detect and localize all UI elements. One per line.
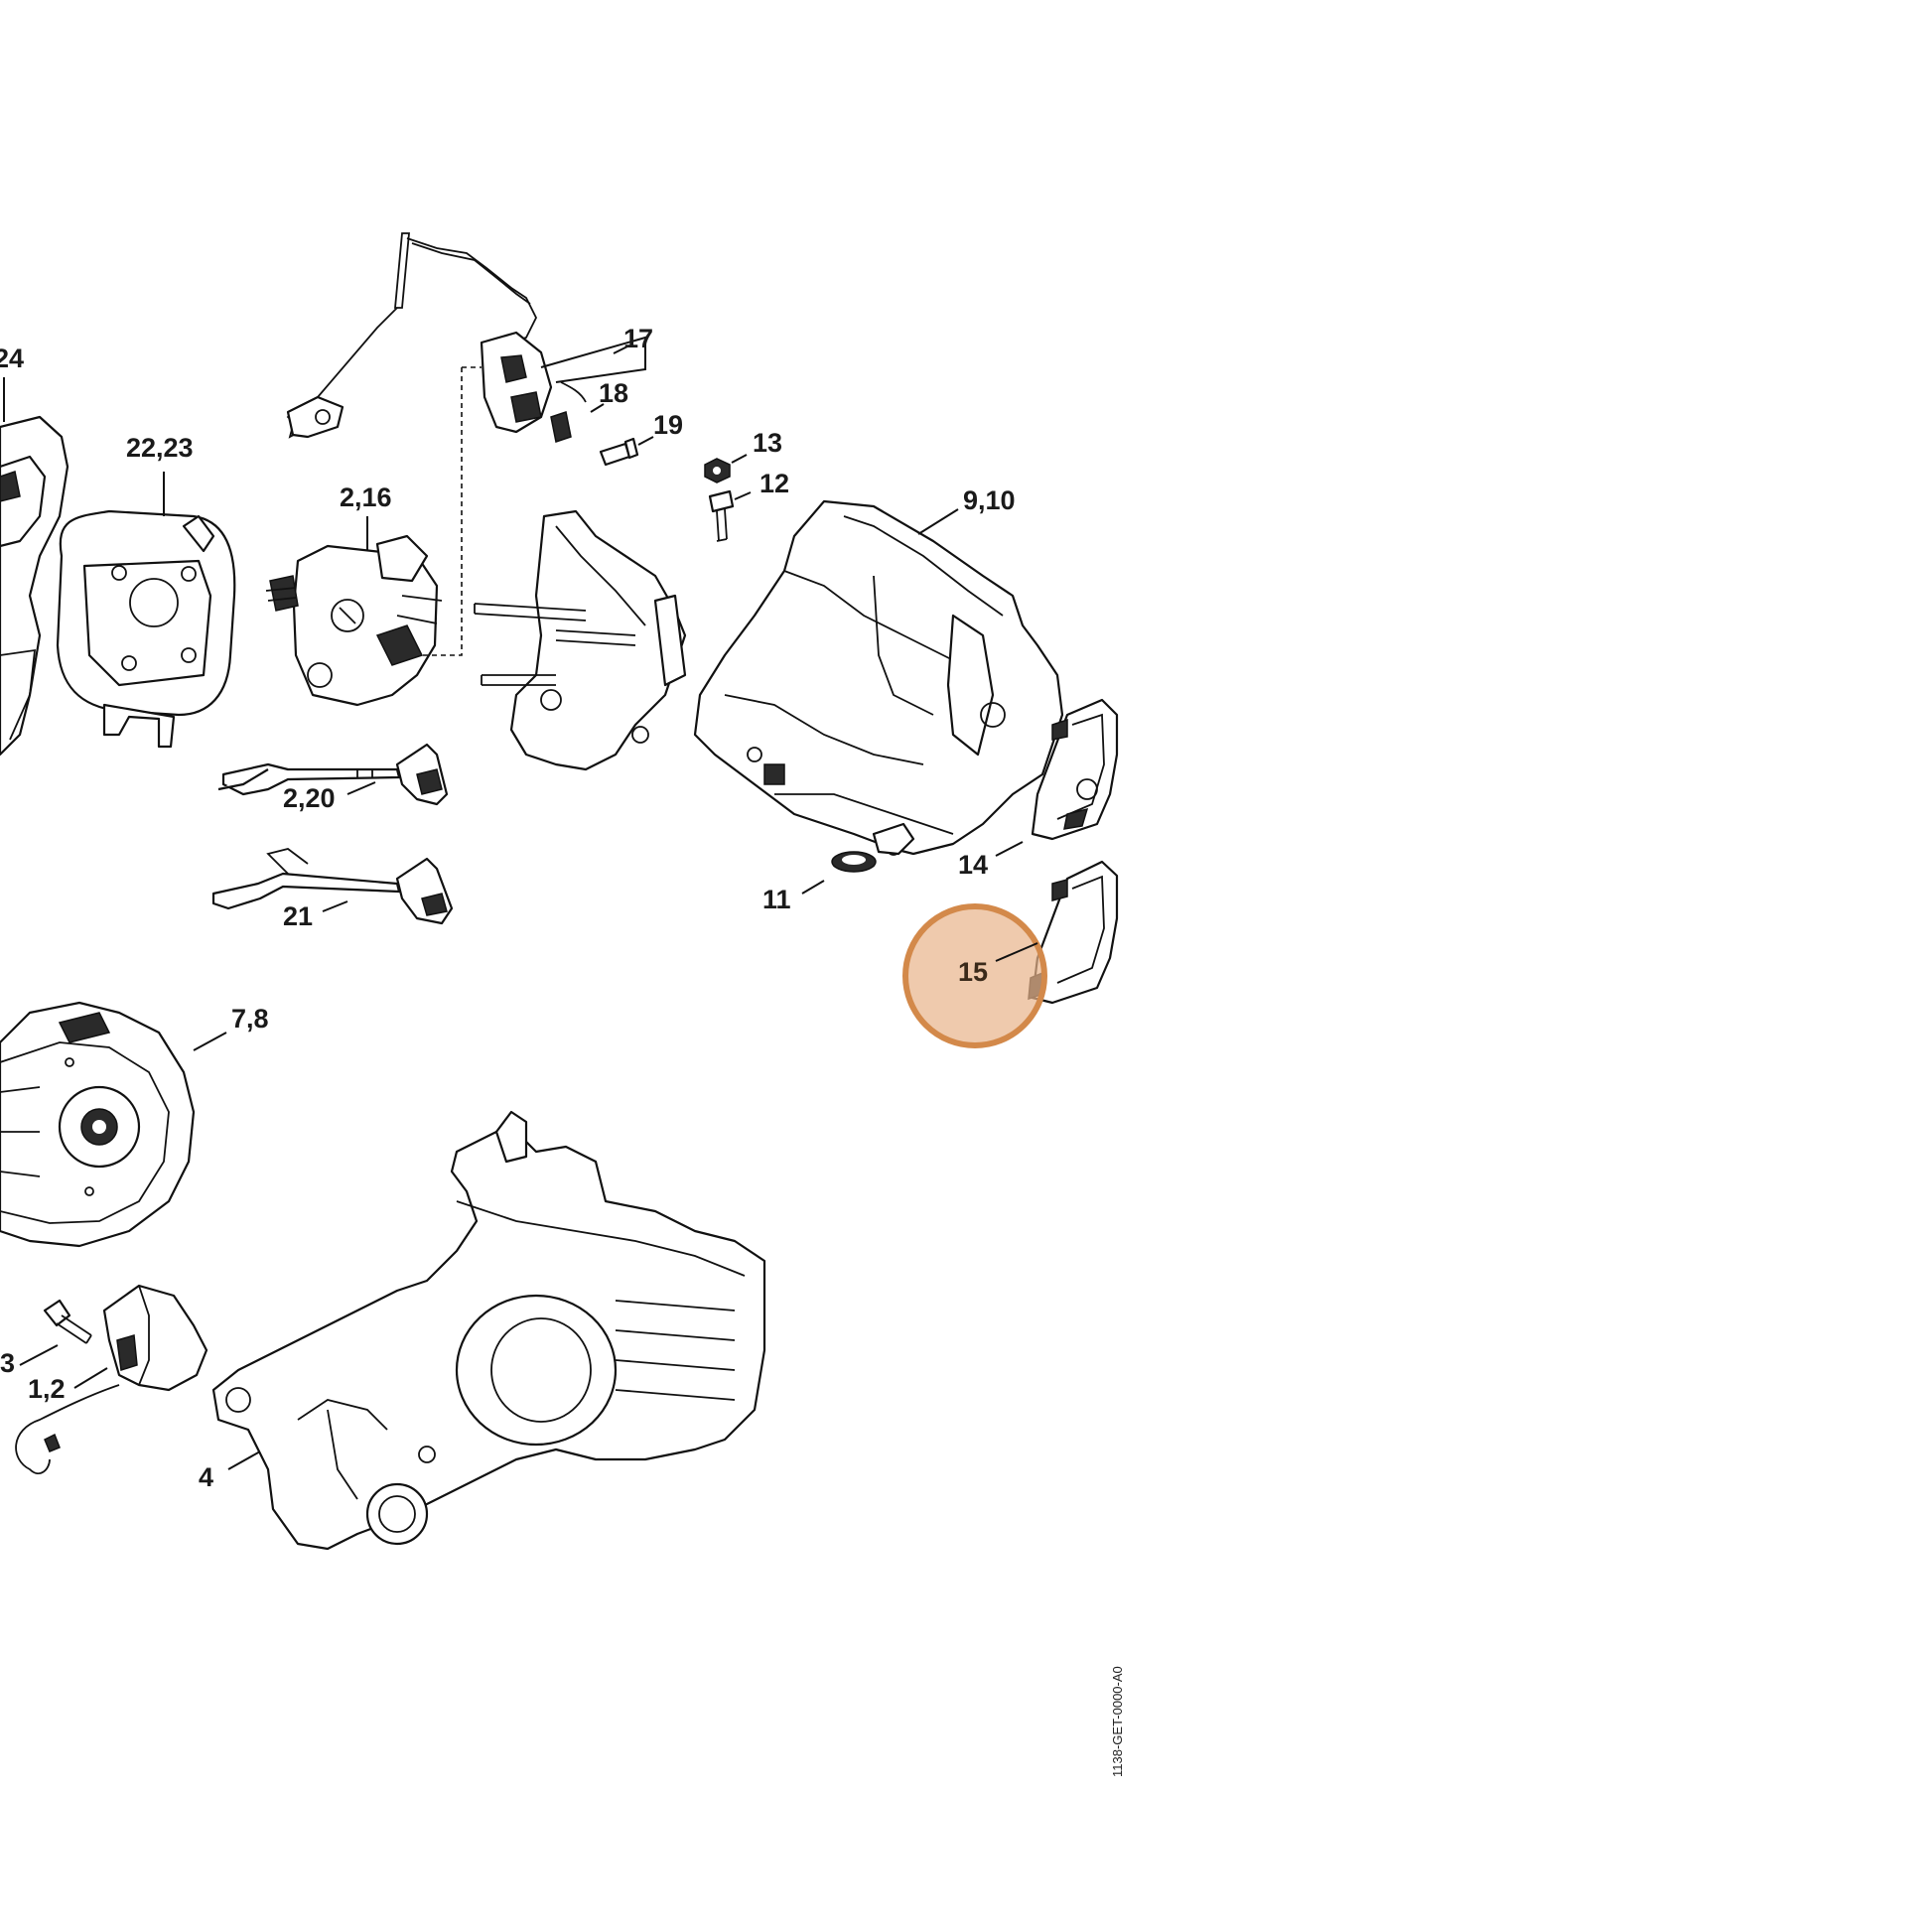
label-19: 19: [653, 410, 683, 440]
label-22-23: 22,23: [126, 433, 194, 463]
label-3: 3: [0, 1348, 15, 1378]
label-15[interactable]: 15: [958, 957, 988, 987]
label-2-16: 2,16: [340, 483, 392, 512]
part-22-23-flange: [56, 509, 236, 749]
part-17-throttle-cable: [286, 232, 587, 443]
part-4-crankcase: [211, 1110, 766, 1551]
part-2-20-throttle-shaft: [217, 743, 449, 806]
part-21-throttle-shaft: [211, 848, 454, 925]
label-1-2: 1,2: [28, 1374, 66, 1404]
label-18: 18: [599, 378, 628, 408]
label-12: 12: [759, 469, 789, 498]
part-7-8-flywheel: [0, 1001, 196, 1248]
label-9-10: 9,10: [963, 485, 1016, 515]
part-2-16-carburetor: [265, 534, 443, 707]
label-13: 13: [753, 428, 782, 458]
part-13-nut: [704, 458, 731, 483]
label-14: 14: [958, 850, 988, 880]
label-21: 21: [283, 901, 313, 931]
part-19-screw: [599, 437, 639, 467]
part-11-grommet: [831, 851, 877, 873]
part-1-2-ignition-module: [15, 1284, 208, 1474]
part-12-stud: [708, 489, 735, 542]
part-14-cover: [1031, 698, 1119, 841]
label-2-20: 2,20: [283, 783, 336, 813]
label-4: 4: [199, 1462, 213, 1492]
part-3-screw: [43, 1299, 92, 1344]
part-9-10-handle-housing: [693, 499, 1064, 856]
diagram-reference-code: 1138-GET-0000-A0: [1110, 1666, 1125, 1777]
label-11: 11: [762, 885, 791, 914]
highlight-circle-15[interactable]: [902, 903, 1047, 1048]
part-bracket-with-studs: [474, 509, 687, 771]
label-24: 24: [0, 344, 24, 373]
part-24-shroud: [0, 415, 69, 757]
label-17: 17: [623, 324, 653, 353]
label-7-8: 7,8: [231, 1004, 269, 1034]
